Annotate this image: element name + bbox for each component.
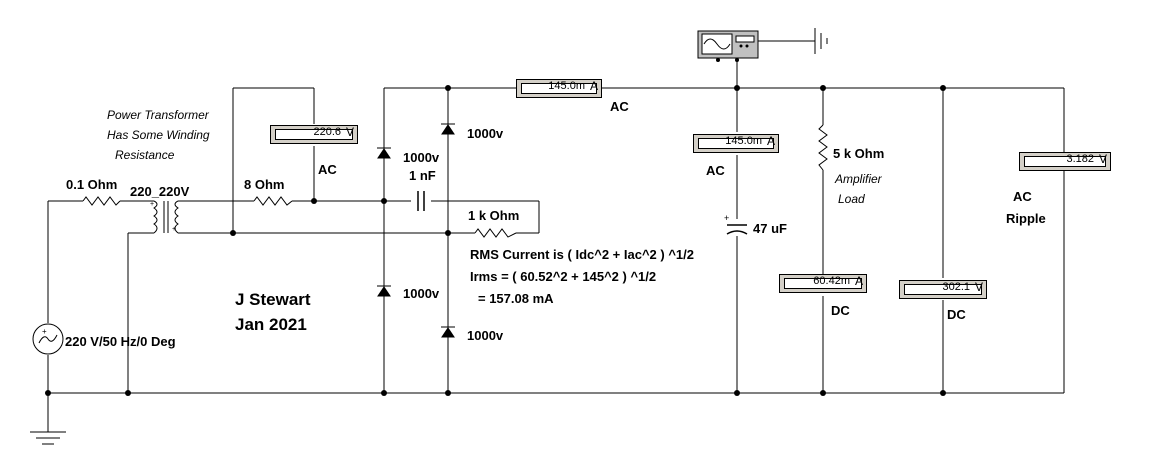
meter-display xyxy=(784,278,862,289)
meter-display xyxy=(1024,156,1106,167)
svg-text:+: + xyxy=(172,226,176,233)
diode-bottom-right xyxy=(441,326,455,338)
mode-label-top-current: AC xyxy=(610,99,629,114)
label-load-resistor: 5 k Ohm xyxy=(833,146,885,161)
meter-value: 145.0m xyxy=(725,135,762,147)
diode-top-right xyxy=(441,123,455,135)
note-amplifier-line-2: Load xyxy=(838,192,865,206)
label-winding-resistor: 8 Ohm xyxy=(244,177,285,192)
label-resistor-1k: 1 k Ohm xyxy=(468,208,520,223)
meter-value: 302.1 xyxy=(942,281,970,293)
meter-unit: A xyxy=(766,134,775,148)
svg-text:+: + xyxy=(150,201,154,208)
note-transformer-line-2: Has Some Winding xyxy=(107,128,210,142)
transformer-symbol: + + xyxy=(150,200,179,234)
svg-text:+: + xyxy=(42,327,47,336)
mode-label-ripple-2: Ripple xyxy=(1006,211,1046,226)
meter-value: 145.0m xyxy=(548,80,585,92)
meter-value: 3.182 xyxy=(1066,153,1094,165)
label-filter-capacitor: 47 uF xyxy=(753,221,787,236)
meter-display xyxy=(698,138,774,149)
ac-source-symbol: + xyxy=(32,323,64,355)
wires xyxy=(47,40,1065,432)
meter-unit: A xyxy=(589,79,598,93)
diode-top-left xyxy=(377,147,391,159)
label-diode-bottom-right: 1000v xyxy=(467,328,504,343)
note-transformer-line-1: Power Transformer xyxy=(107,108,209,122)
ammeter-filter-cap[interactable]: 145.0m A xyxy=(693,134,779,153)
mode-label-cap-current: AC xyxy=(706,163,725,178)
meter-display xyxy=(521,83,597,94)
rms-formula-line-3: = 157.08 mA xyxy=(478,291,554,306)
label-capacitor-small: 1 nF xyxy=(409,168,436,183)
voltmeter-ripple[interactable]: 3.182 V xyxy=(1019,152,1111,171)
label-series-resistor: 0.1 Ohm xyxy=(66,177,118,192)
rms-formula-line-2: Irms = ( 60.52^2 + 145^2 ) ^1/2 xyxy=(470,269,657,284)
mode-label-dc-current: DC xyxy=(831,303,850,318)
note-amplifier-line-1: Amplifier xyxy=(835,172,882,186)
svg-text:+: + xyxy=(724,213,729,223)
oscilloscope-icon[interactable] xyxy=(697,30,759,62)
voltmeter-transformer[interactable]: 220.6 V xyxy=(270,125,358,144)
meter-display xyxy=(904,284,982,295)
capacitor-1nf xyxy=(417,191,425,211)
meter-unit: V xyxy=(345,125,354,139)
resistor-8-ohm xyxy=(253,196,293,206)
meter-value: 220.6 xyxy=(313,126,341,138)
meter-display xyxy=(275,129,353,140)
resistor-1k-ohm xyxy=(474,228,517,238)
mode-label-dc-voltage: DC xyxy=(947,307,966,322)
meter-value: 60.42m xyxy=(813,275,850,287)
resistor-0-1-ohm xyxy=(82,196,121,206)
ground-symbol-main xyxy=(30,431,66,445)
label-diode-top-right: 1000v xyxy=(467,126,504,141)
meter-unit: V xyxy=(974,280,983,294)
diode-bottom-left xyxy=(377,285,391,297)
label-diode-bottom-left: 1000v xyxy=(403,286,440,301)
label-source: 220 V/50 Hz/0 Deg xyxy=(65,334,176,349)
capacitor-47uf: + xyxy=(724,213,748,235)
author-name: J Stewart xyxy=(235,290,311,309)
author-date: Jan 2021 xyxy=(235,315,307,334)
label-transformer: 220_220V xyxy=(130,184,190,199)
note-transformer-line-3: Resistance xyxy=(115,148,175,162)
meter-unit: V xyxy=(1098,152,1107,166)
ammeter-top-rail[interactable]: 145.0m A xyxy=(516,79,602,98)
junction-dots xyxy=(45,85,946,396)
label-diode-top-left: 1000v xyxy=(403,150,440,165)
meter-unit: A xyxy=(854,274,863,288)
mode-label-transformer: AC xyxy=(318,162,337,177)
rms-formula-line-1: RMS Current is ( Idc^2 + Iac^2 ) ^1/2 xyxy=(470,247,694,262)
ground-symbol-scope xyxy=(814,28,828,54)
voltmeter-dc[interactable]: 302.1 V xyxy=(899,280,987,299)
resistor-5k-ohm xyxy=(818,124,828,171)
mode-label-ripple-1: AC xyxy=(1013,189,1032,204)
ammeter-dc[interactable]: 60.42m A xyxy=(779,274,867,293)
